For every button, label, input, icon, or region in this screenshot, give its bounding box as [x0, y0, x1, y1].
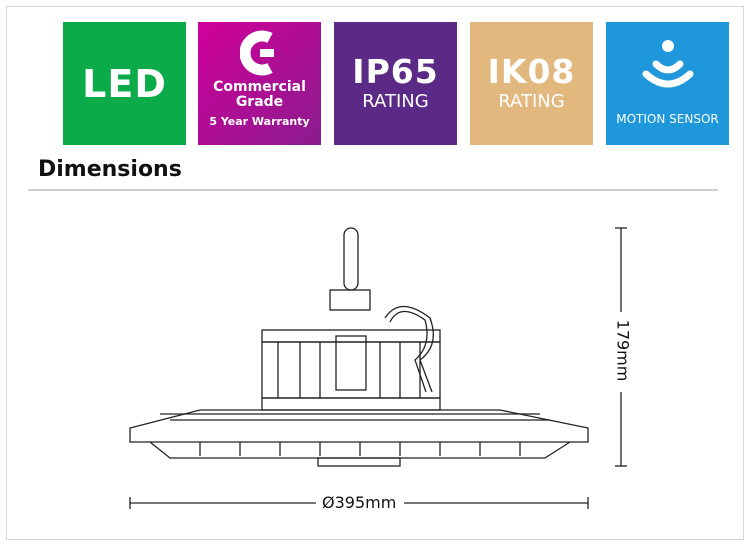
badge-motion-label: MOTION SENSOR — [616, 112, 719, 126]
height-dimension-label: 179mm — [613, 317, 633, 384]
badge-ik08-label: IK08 — [487, 52, 576, 91]
badge-commercial-line1: Commercial — [213, 79, 306, 95]
commercial-grade-c-logo — [239, 30, 274, 76]
badge-ik08: IK08 RATING — [470, 22, 593, 145]
badge-ik08-sub: RATING — [498, 91, 565, 112]
badge-ip65: IP65 RATING — [334, 22, 457, 145]
badge-motion-sensor: MOTION SENSOR — [606, 22, 729, 145]
badge-commercial-grade: Commercial Grade 5 Year Warranty — [198, 22, 321, 145]
badge-ip65-label: IP65 — [352, 52, 439, 91]
section-title: Dimensions — [38, 157, 182, 182]
page-frame — [6, 6, 744, 540]
badge-ip65-sub: RATING — [362, 91, 429, 112]
badge-led: LED — [63, 22, 186, 145]
section-divider — [28, 189, 718, 191]
motion-sensor-icon — [642, 40, 693, 88]
badge-commercial-sub: 5 Year Warranty — [209, 115, 310, 128]
diameter-dimension-label: Ø395mm — [320, 493, 399, 512]
badge-led-label: LED — [82, 62, 167, 106]
badge-commercial-line2: Grade — [235, 94, 284, 110]
